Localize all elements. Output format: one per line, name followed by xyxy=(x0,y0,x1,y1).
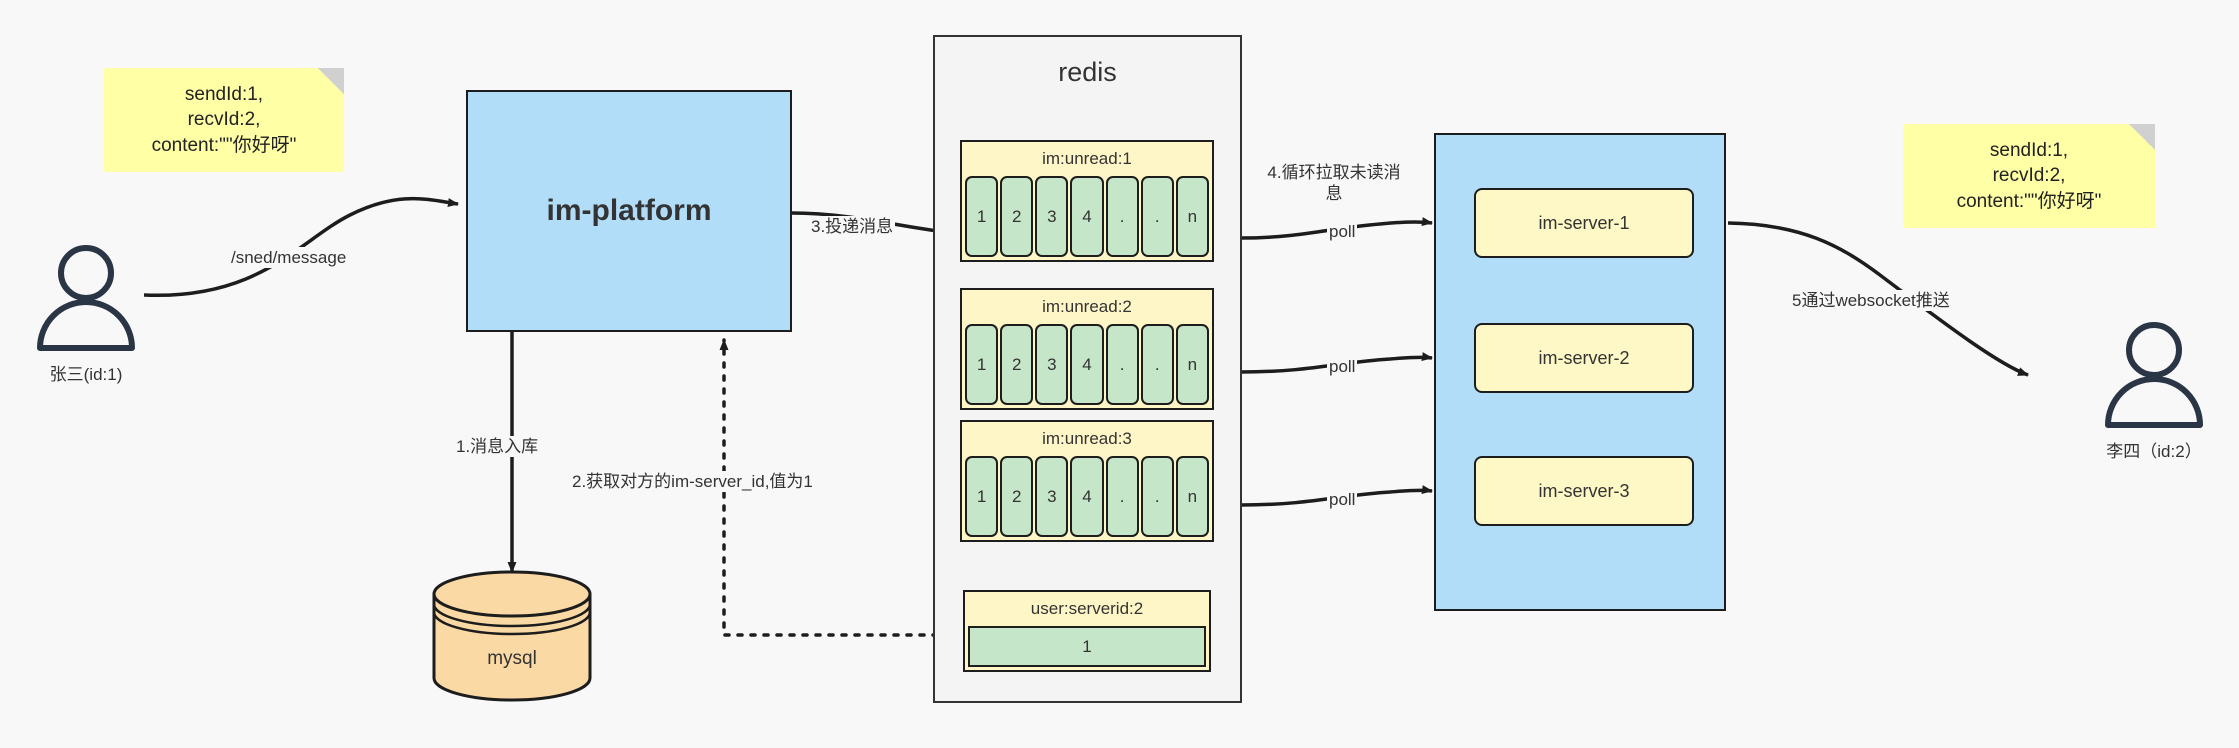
im-server-1-box[interactable]: im-server-1 xyxy=(1474,188,1694,258)
queue-cells: 1 2 3 4 . . n xyxy=(965,456,1209,537)
queue-key-label: im:unread:2 xyxy=(1042,297,1132,316)
message-note-left: sendId:1, recvId:2, content:""你好呀" xyxy=(104,68,344,172)
actor-sender xyxy=(28,243,144,353)
actor-receiver-label: 李四（id:2） xyxy=(2106,442,2202,461)
edge-label-step2: 2.获取对方的im-server_id,值为1 xyxy=(570,471,815,493)
mysql-database[interactable]: mysql xyxy=(428,570,596,702)
message-note-right-text: sendId:1, recvId:2, content:""你好呀" xyxy=(1956,139,2102,212)
im-server-2-box[interactable]: im-server-2 xyxy=(1474,323,1694,393)
queue-key-label: im:unread:1 xyxy=(1042,149,1132,168)
queue-cell: 3 xyxy=(1035,176,1069,257)
queue-cell: 4 xyxy=(1070,456,1104,537)
im-platform-label: im-platform xyxy=(546,194,712,227)
edge-label-step4: 4.循环拉取未读消 息 xyxy=(1258,162,1410,205)
im-server-1-label: im-server-1 xyxy=(1538,212,1630,233)
queue-cell: 3 xyxy=(1035,456,1069,537)
edge-label-poll-3: poll xyxy=(1327,489,1358,511)
queue-cell: 2 xyxy=(1000,456,1034,537)
redis-title: redis xyxy=(1058,57,1117,87)
message-note-right: sendId:1, recvId:2, content:""你好呀" xyxy=(1903,124,2155,228)
queue-key-label: im:unread:3 xyxy=(1042,429,1132,448)
edge-label-send-message: /sned/message xyxy=(229,247,349,269)
redis-queue-im-unread-1[interactable]: im:unread:1 1 2 3 4 . . n xyxy=(960,140,1214,262)
message-note-left-text: sendId:1, recvId:2, content:""你好呀" xyxy=(151,83,297,156)
queue-cell: . xyxy=(1140,324,1174,405)
edge-label-poll-2: poll xyxy=(1327,356,1358,378)
edge-label-step1: 1.消息入库 xyxy=(454,436,541,458)
im-platform-box[interactable]: im-platform xyxy=(466,90,792,332)
queue-cell: 2 xyxy=(1000,176,1034,257)
queue-cells: 1 2 3 4 . . n xyxy=(965,176,1209,257)
queue-cell: 4 xyxy=(1070,176,1104,257)
kv-value-label: 1 xyxy=(968,626,1206,667)
user-icon xyxy=(37,245,135,351)
queue-cell: 4 xyxy=(1070,324,1104,405)
queue-cell: 2 xyxy=(1000,324,1034,405)
note-fold-corner-icon xyxy=(2129,124,2155,150)
queue-cell: 1 xyxy=(965,324,999,405)
im-server-3-label: im-server-3 xyxy=(1538,480,1630,501)
actor-receiver xyxy=(2096,320,2212,430)
edge-label-step3: 3.投递消息 xyxy=(809,216,896,238)
actor-sender-label: 张三(id:1) xyxy=(49,365,123,384)
queue-cell: . xyxy=(1105,324,1139,405)
user-icon xyxy=(2105,322,2203,428)
im-server-2-label: im-server-2 xyxy=(1538,347,1630,368)
database-cylinder-icon xyxy=(432,570,592,702)
edge-label-poll-1: poll xyxy=(1327,221,1358,243)
queue-cell: 3 xyxy=(1035,324,1069,405)
mysql-label: mysql xyxy=(487,648,537,669)
note-fold-corner-icon xyxy=(318,68,344,94)
queue-cell: n xyxy=(1175,456,1209,537)
queue-cell: . xyxy=(1105,176,1139,257)
queue-cell: . xyxy=(1140,456,1174,537)
redis-queue-im-unread-2[interactable]: im:unread:2 1 2 3 4 . . n xyxy=(960,288,1214,410)
redis-key-user-serverid[interactable]: user:serverid:2 1 xyxy=(963,590,1211,672)
queue-cell: n xyxy=(1175,176,1209,257)
queue-cell: . xyxy=(1105,456,1139,537)
queue-cell: 1 xyxy=(965,176,999,257)
queue-cell: 1 xyxy=(965,456,999,537)
im-server-3-box[interactable]: im-server-3 xyxy=(1474,456,1694,526)
queue-cell: . xyxy=(1140,176,1174,257)
edge-label-step5: 5通过websocket推送 xyxy=(1790,290,1952,312)
redis-queue-im-unread-3[interactable]: im:unread:3 1 2 3 4 . . n xyxy=(960,420,1214,542)
queue-cells: 1 2 3 4 . . n xyxy=(965,324,1209,405)
kv-key-label: user:serverid:2 xyxy=(1030,599,1144,618)
queue-cell: n xyxy=(1175,324,1209,405)
